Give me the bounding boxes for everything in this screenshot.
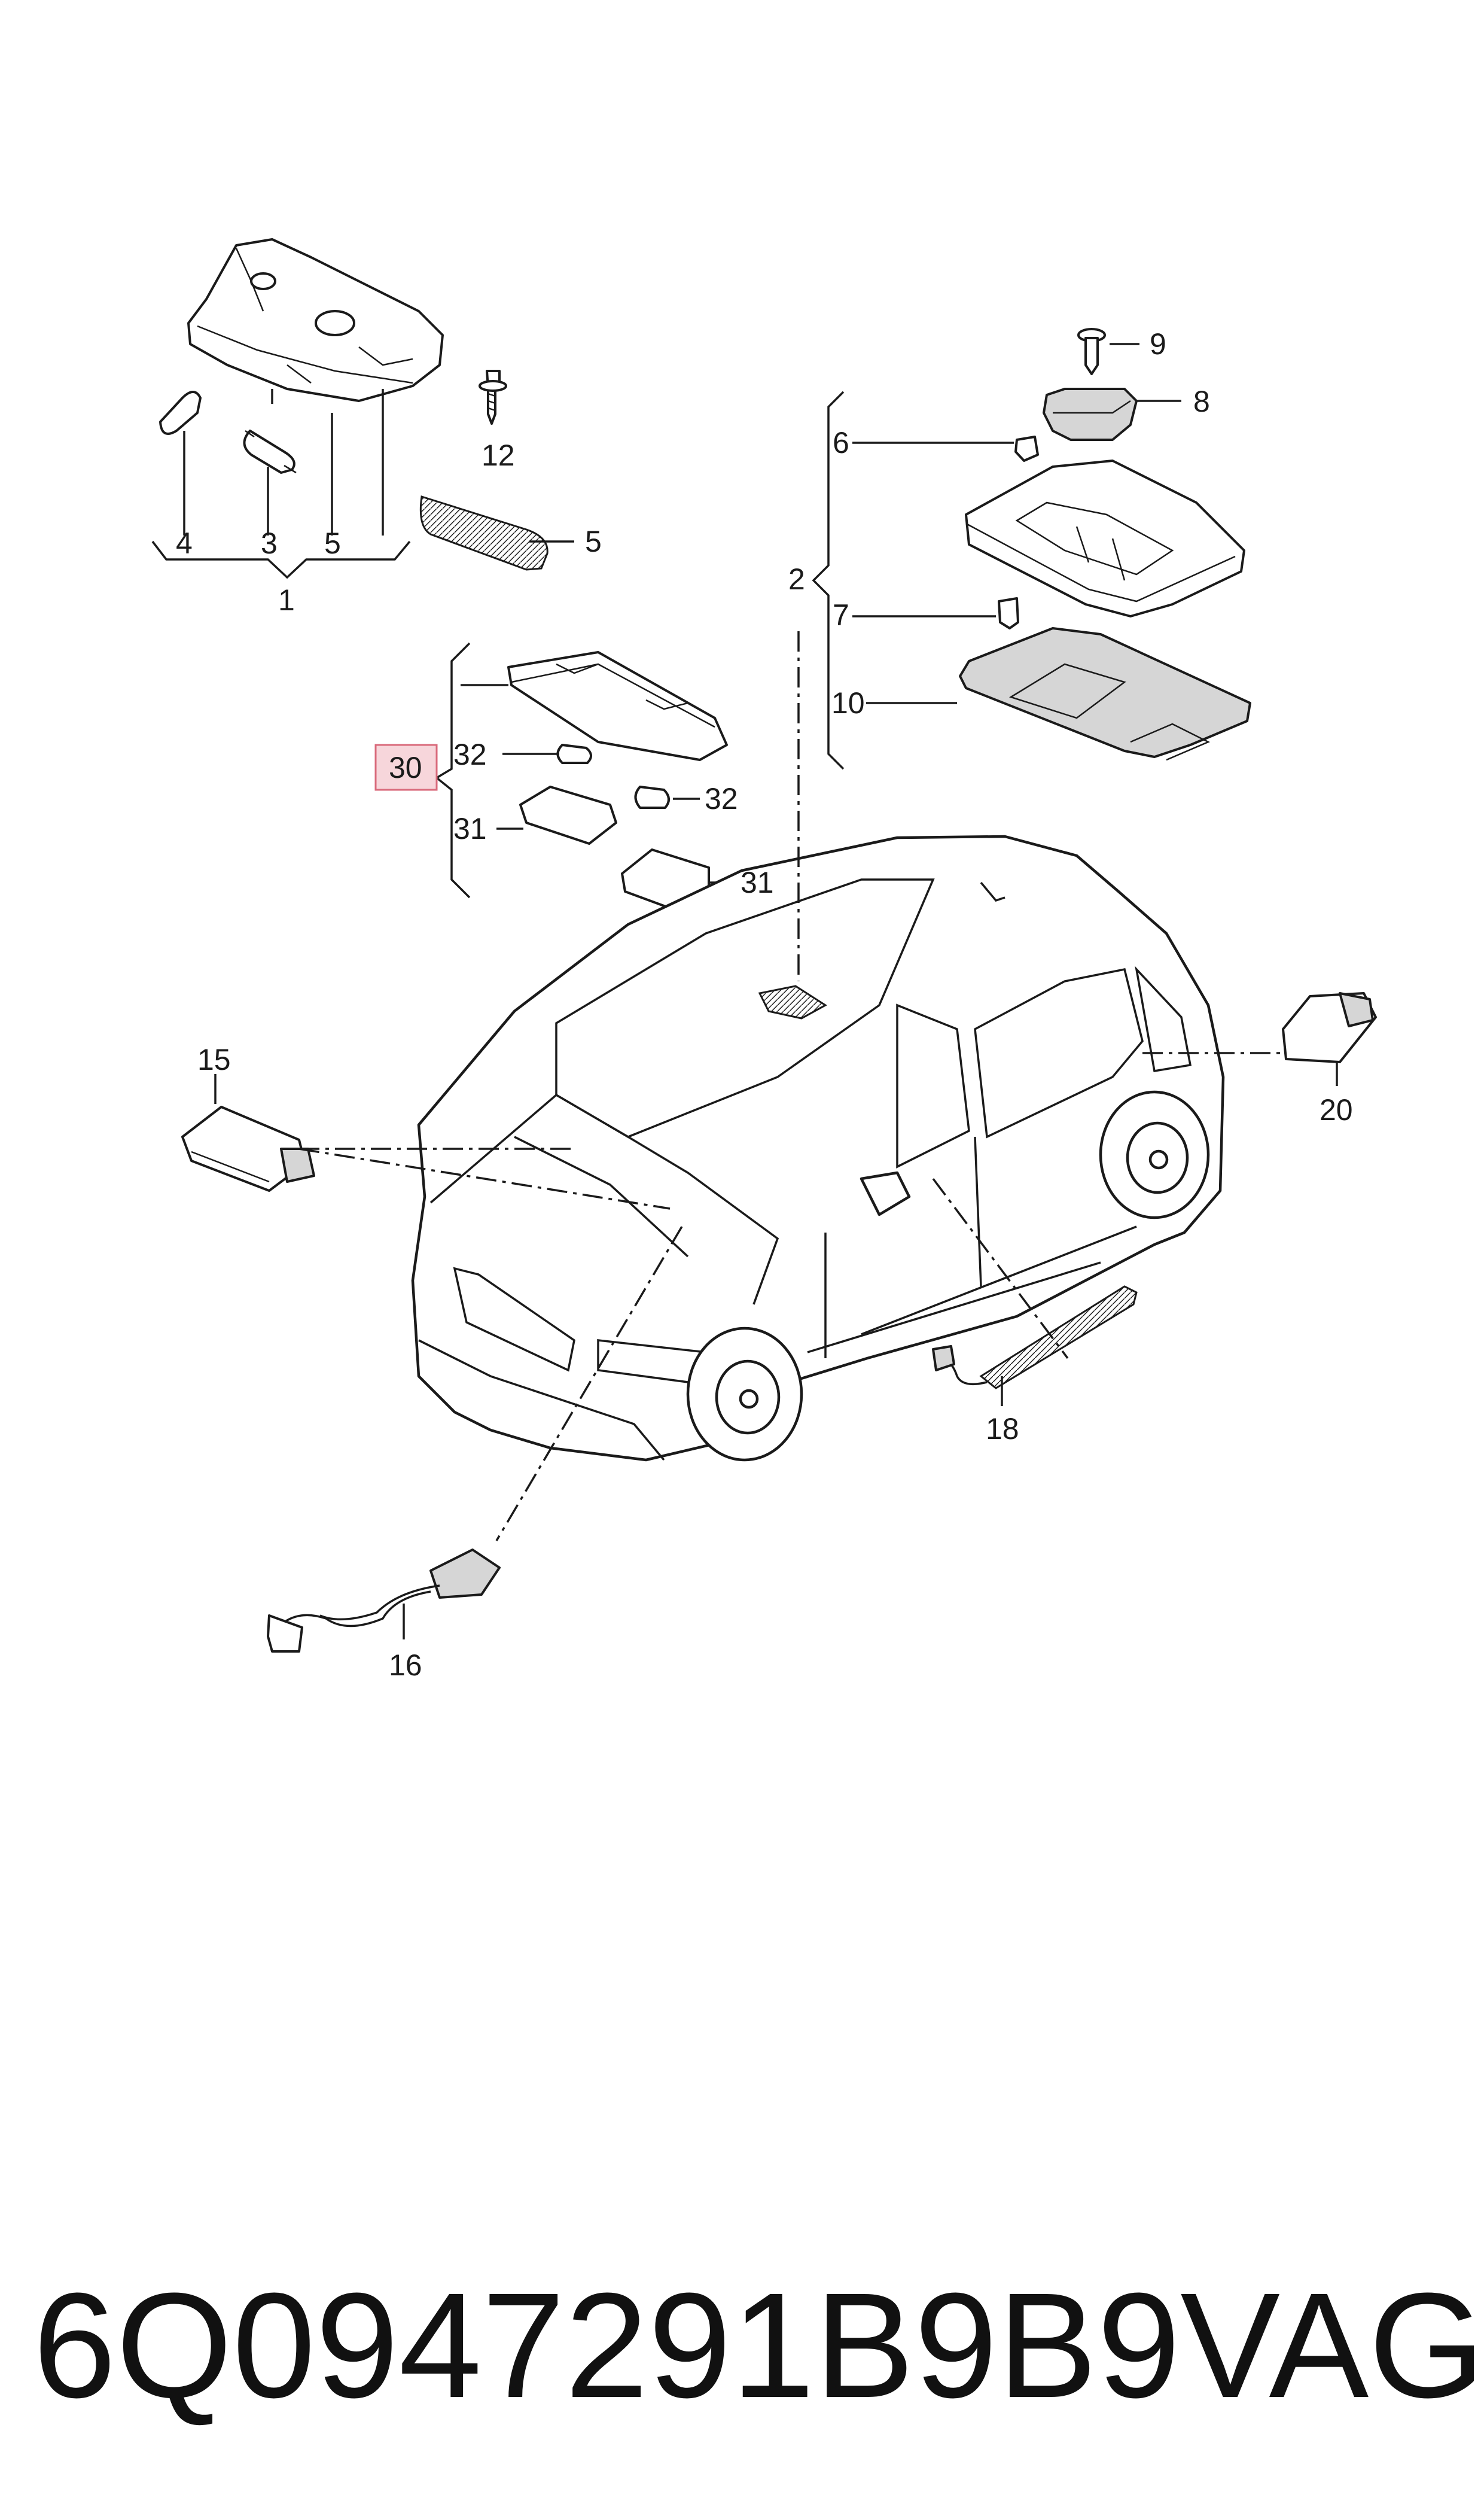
bulb-4 <box>159 391 202 435</box>
callout-20: 20 <box>1320 1093 1353 1127</box>
callout-7: 7 <box>833 598 849 632</box>
callout-30: 30 <box>389 751 422 784</box>
car-body <box>411 835 1225 1462</box>
callout-10: 10 <box>831 686 865 720</box>
bulb-32-right <box>634 786 670 809</box>
cable-16 <box>267 1548 501 1653</box>
rear-interior-light-assembly <box>965 460 1245 617</box>
callout-3: 3 <box>261 527 278 560</box>
callout-31b: 31 <box>741 866 774 899</box>
led-strip-18 <box>932 1285 1138 1389</box>
lens-31-left <box>519 786 617 845</box>
callout-5b: 5 <box>585 525 602 558</box>
callout-9: 9 <box>1150 327 1166 361</box>
callout-15: 15 <box>197 1043 231 1076</box>
callout-18: 18 <box>986 1412 1019 1446</box>
cover-10 <box>959 627 1251 761</box>
callout-32a: 32 <box>453 738 487 771</box>
callout-6: 6 <box>833 426 849 460</box>
bulb-3 <box>243 430 297 474</box>
light-module-20 <box>1282 992 1377 1063</box>
callout-2: 2 <box>788 562 805 596</box>
brand-label: VAG <box>1180 2262 1484 2429</box>
highlight-30 <box>374 744 438 791</box>
footer-part-code: 6Q0947291B9B9 VAG <box>33 2256 1484 2435</box>
callout-12: 12 <box>482 439 515 472</box>
callout-31a: 31 <box>453 812 487 845</box>
switch-8 <box>1043 388 1138 441</box>
bulb-7 <box>998 597 1019 629</box>
screw-9 <box>1077 328 1106 375</box>
lens-5 <box>419 495 548 571</box>
screw-12 <box>479 370 507 425</box>
bulb-32-left <box>556 744 592 764</box>
callout-32b: 32 <box>705 782 738 816</box>
front-interior-light-assembly <box>187 238 444 402</box>
callout-5a: 5 <box>324 527 341 560</box>
clip-6 <box>1014 436 1039 462</box>
callout-8: 8 <box>1193 385 1210 418</box>
callout-4: 4 <box>176 527 193 560</box>
light-module-15 <box>181 1106 315 1192</box>
part-number: 6Q0947291B9B9 <box>33 2262 1181 2429</box>
callout-16: 16 <box>389 1648 422 1682</box>
callout-1: 1 <box>278 583 295 617</box>
led-unit-30 <box>507 651 728 761</box>
